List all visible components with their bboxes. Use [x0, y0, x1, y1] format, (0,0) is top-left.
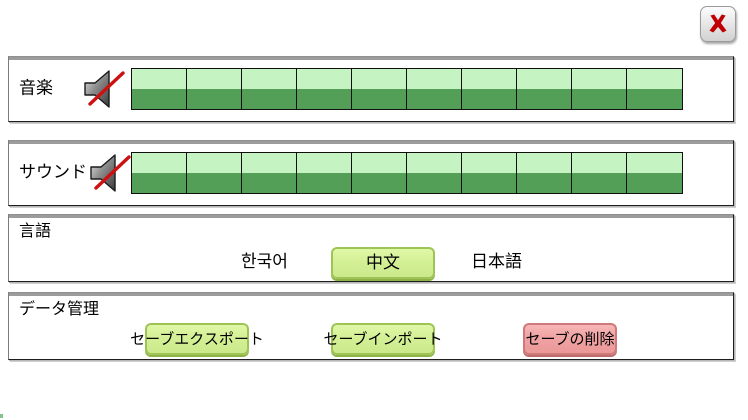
language-heading: 言語: [19, 221, 52, 240]
volume-segment[interactable]: [242, 69, 297, 109]
volume-segment[interactable]: [462, 153, 517, 193]
volume-segment[interactable]: [187, 153, 242, 193]
close-button[interactable]: [700, 6, 736, 42]
data-management-buttons: セーブエクスポート セーブインポート セーブの削除: [9, 321, 733, 359]
language-options: 한국어 中文 日本語: [9, 245, 733, 279]
volume-segment[interactable]: [627, 153, 682, 193]
save-delete-button[interactable]: セーブの削除: [523, 323, 617, 355]
volume-segment[interactable]: [352, 69, 407, 109]
volume-segment[interactable]: [242, 153, 297, 193]
volume-segment[interactable]: [572, 153, 627, 193]
speaker-muted-icon[interactable]: [87, 152, 135, 194]
close-x-icon: [709, 14, 727, 33]
volume-segment[interactable]: [297, 153, 352, 193]
save-import-button[interactable]: セーブインポート: [323, 323, 443, 355]
corner-artifact: [0, 414, 3, 418]
music-label: 音楽: [19, 78, 53, 99]
volume-segment[interactable]: [132, 153, 187, 193]
volume-segment[interactable]: [352, 153, 407, 193]
sound-label: サウンド: [19, 162, 87, 183]
sound-volume-bar[interactable]: [131, 152, 683, 194]
data-management-heading: データ管理: [19, 299, 100, 318]
save-export-button[interactable]: セーブエクスポート: [130, 323, 264, 355]
data-management-panel: データ管理 セーブエクスポート セーブインポート セーブの削除: [8, 292, 734, 360]
volume-segment[interactable]: [407, 69, 462, 109]
volume-segment[interactable]: [407, 153, 462, 193]
sound-volume-panel: サウンド: [8, 140, 734, 206]
volume-segment[interactable]: [572, 69, 627, 109]
language-option-chinese[interactable]: 中文: [331, 247, 435, 279]
volume-segment[interactable]: [187, 69, 242, 109]
music-volume-panel: 音楽: [8, 56, 734, 122]
volume-segment[interactable]: [462, 69, 517, 109]
volume-segment[interactable]: [627, 69, 682, 109]
volume-segment[interactable]: [517, 69, 572, 109]
volume-segment[interactable]: [132, 69, 187, 109]
panel-top-rail: [9, 215, 733, 218]
panel-top-rail: [9, 57, 733, 60]
speaker-muted-icon[interactable]: [81, 68, 129, 110]
panel-top-rail: [9, 293, 733, 296]
language-panel: 言語 한국어 中文 日本語: [8, 214, 734, 282]
panel-top-rail: [9, 141, 733, 144]
volume-segment[interactable]: [517, 153, 572, 193]
language-option-korean[interactable]: 한국어: [241, 251, 288, 272]
language-option-japanese[interactable]: 日本語: [471, 251, 522, 272]
volume-segment[interactable]: [297, 69, 352, 109]
music-volume-bar[interactable]: [131, 68, 683, 110]
